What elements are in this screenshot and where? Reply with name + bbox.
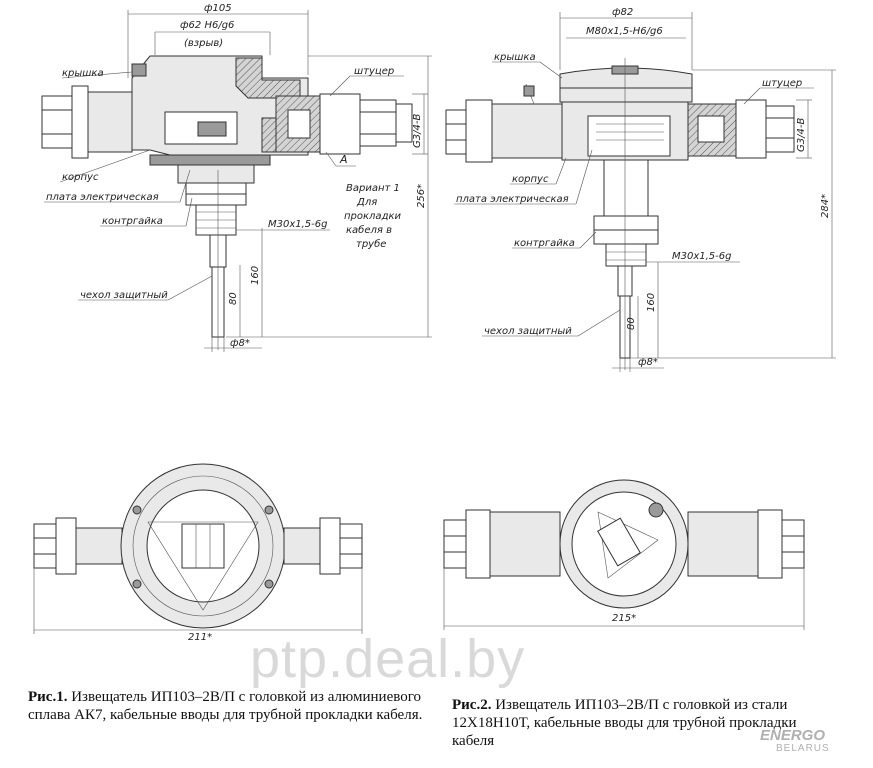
brand-line2: BELARUS — [776, 743, 830, 754]
fig2-side-view: ф82 М80х1,5-H6/g6 G3/4-B — [445, 7, 836, 372]
fig1-dim-g34: G3/4-B — [412, 114, 423, 148]
fig2-dim-h80: 80 — [626, 317, 637, 330]
fig2-dim-d8: ф8* — [638, 357, 658, 368]
fig2-label-cover: крышка — [494, 52, 536, 63]
fig1-dim-h80: 80 — [228, 292, 239, 305]
fig1-dim-m30: М30х1,5-6g — [268, 219, 328, 230]
fig1-variant-line1: Вариант 1 — [346, 183, 400, 194]
fig2-label-fitting: штуцер — [762, 78, 802, 89]
fig2-label-locknut: контргайка — [514, 238, 575, 249]
fig2-caption: Рис.2. Извещатель ИП103–2В/П с головкой … — [452, 696, 832, 750]
fig1-variant-line5: трубе — [356, 238, 386, 250]
fig1-label-board: плата электрическая — [46, 192, 159, 203]
fig1-label-housing: корпус — [62, 172, 99, 183]
watermark: ptp.deal.by — [250, 629, 526, 689]
fig2-label-sleeve: чехол защитный — [484, 326, 572, 337]
fig1-dim-w211: 211* — [188, 632, 212, 643]
fig1-caption: Рис.1. Извещатель ИП103–2В/П с головкой … — [28, 688, 428, 724]
fig1-variant-line3: прокладки — [344, 211, 402, 222]
fig1-variant-line2: Для — [356, 197, 377, 208]
fig1-label-sleeve: чехол защитный — [80, 290, 168, 301]
fig1-variant-marker: А — [339, 153, 348, 166]
fig1-label-cover: крышка — [62, 68, 104, 79]
brand-line1: ENERGO — [760, 727, 826, 744]
fig1-dim-h160: 160 — [250, 266, 261, 285]
fig2-dim-m30: М30х1,5-6g — [672, 251, 732, 262]
fig2-caption-text: Извещатель ИП103–2В/П с головкой из стал… — [452, 697, 797, 749]
fig2-dim-m80: М80х1,5-H6/g6 — [586, 26, 663, 37]
fig1-caption-text: Извещатель ИП103–2В/П с головкой из алюм… — [28, 689, 423, 723]
fig2-dim-h160: 160 — [646, 293, 657, 312]
fig1-variant-line4: кабеля в — [346, 224, 392, 236]
fig2-top-view: 215* — [443, 479, 805, 630]
fig2-dim-w215: 215* — [612, 613, 636, 624]
fig1-side-view: ф105 ф62 H6/g6 (взрыв) G3/4-B — [41, 3, 432, 352]
fig1-dim-explosion: (взрыв) — [184, 38, 223, 49]
fig1-caption-number: Рис.1. — [28, 689, 68, 705]
fig2-label-housing: корпус — [512, 174, 549, 185]
fig1-dim-d105: ф105 — [204, 3, 232, 14]
fig2-label-board: плата электрическая — [456, 194, 569, 205]
fig1-label-fitting: штуцер — [354, 66, 394, 77]
fig1-dim-d62: ф62 H6/g6 — [180, 20, 234, 31]
fig1-dim-d8: ф8* — [230, 338, 250, 349]
fig1-top-view: 211* — [33, 463, 363, 643]
fig2-dim-h284: 284* — [820, 194, 831, 218]
fig2-dim-d82: ф82 — [612, 7, 633, 18]
fig2-caption-number: Рис.2. — [452, 697, 492, 713]
fig2-dim-g34: G3/4-B — [796, 118, 807, 152]
fig1-label-locknut: контргайка — [102, 216, 163, 227]
brand-logo: ENERGO BELARUS — [760, 728, 830, 755]
fig1-dim-h256: 256* — [416, 184, 427, 208]
